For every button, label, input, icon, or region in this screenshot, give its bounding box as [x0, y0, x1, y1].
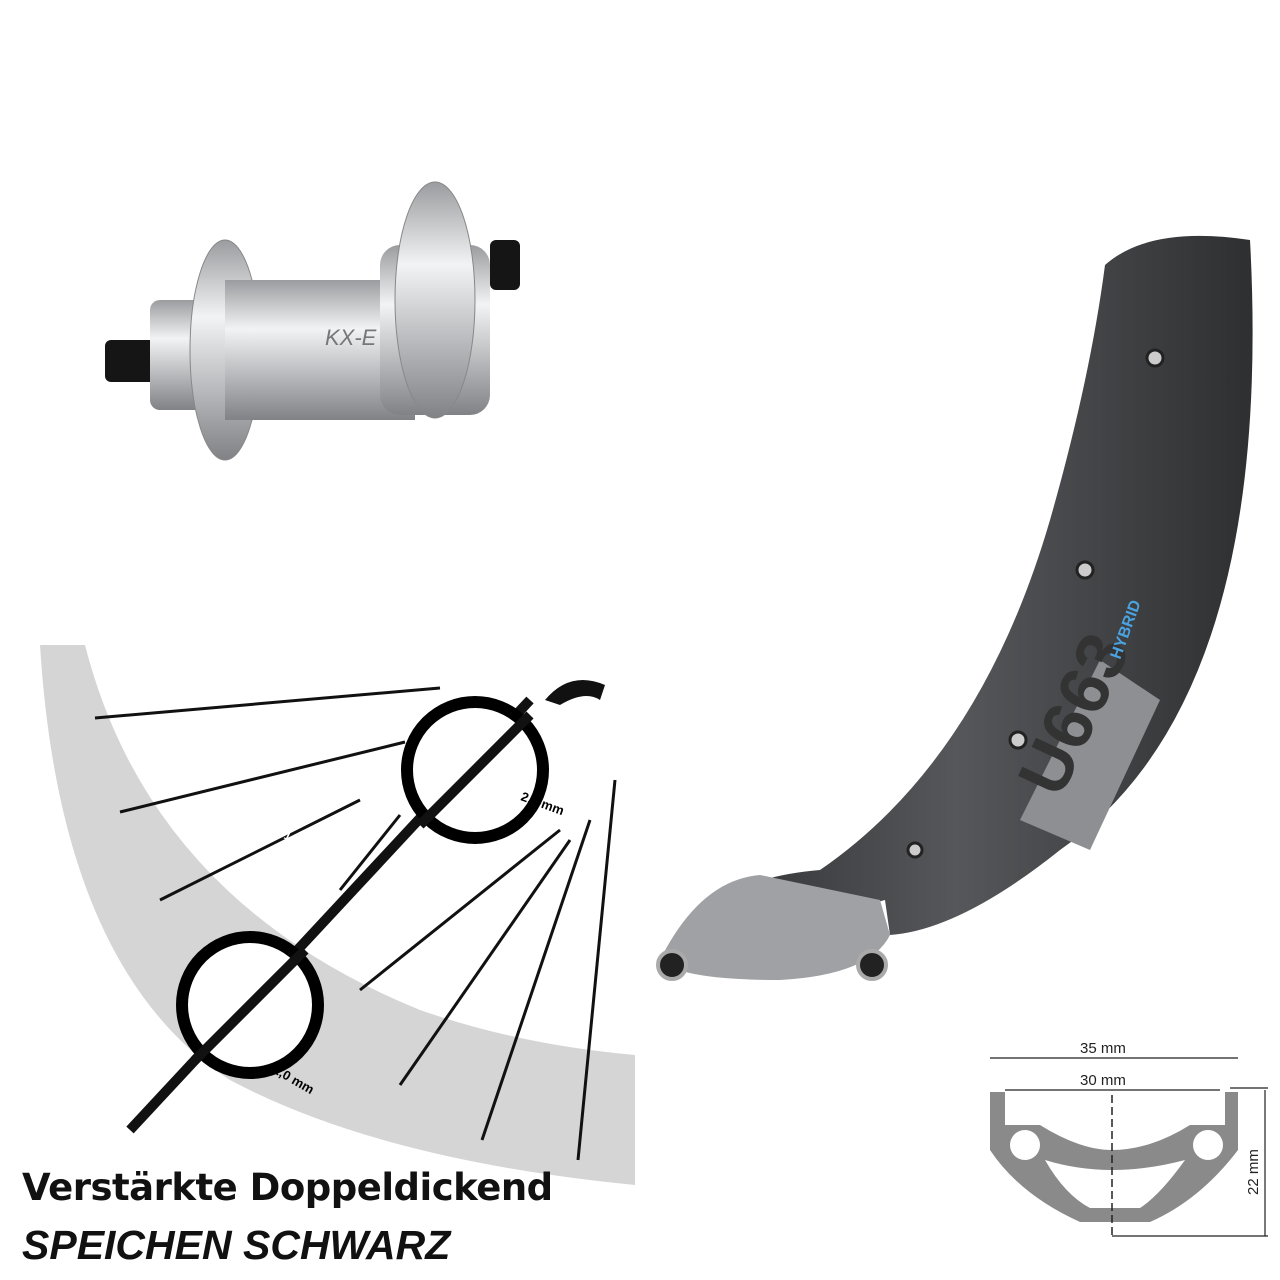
spoke-label-mid: 1,7 mm	[282, 828, 325, 858]
spoke-diagram: 2,3 mm 1,7 mm 2,0 mm	[40, 645, 635, 1185]
hub-image: KX-E	[105, 181, 520, 461]
rim-profile-drawing: 35 mm 30 mm 22 mm	[990, 1040, 1268, 1237]
hub-logo: KX-E	[325, 325, 377, 350]
profile-height: 22 mm	[1245, 1149, 1262, 1195]
profile-outer-width: 35 mm	[1080, 1040, 1126, 1057]
caption-line-1: Verstärkte Doppeldickend	[22, 1166, 553, 1209]
profile-inner-width: 30 mm	[1080, 1072, 1126, 1089]
rim-image: U663 HYBRID	[656, 235, 1253, 981]
caption-line-2: SPEICHEN SCHWARZ	[22, 1222, 451, 1268]
